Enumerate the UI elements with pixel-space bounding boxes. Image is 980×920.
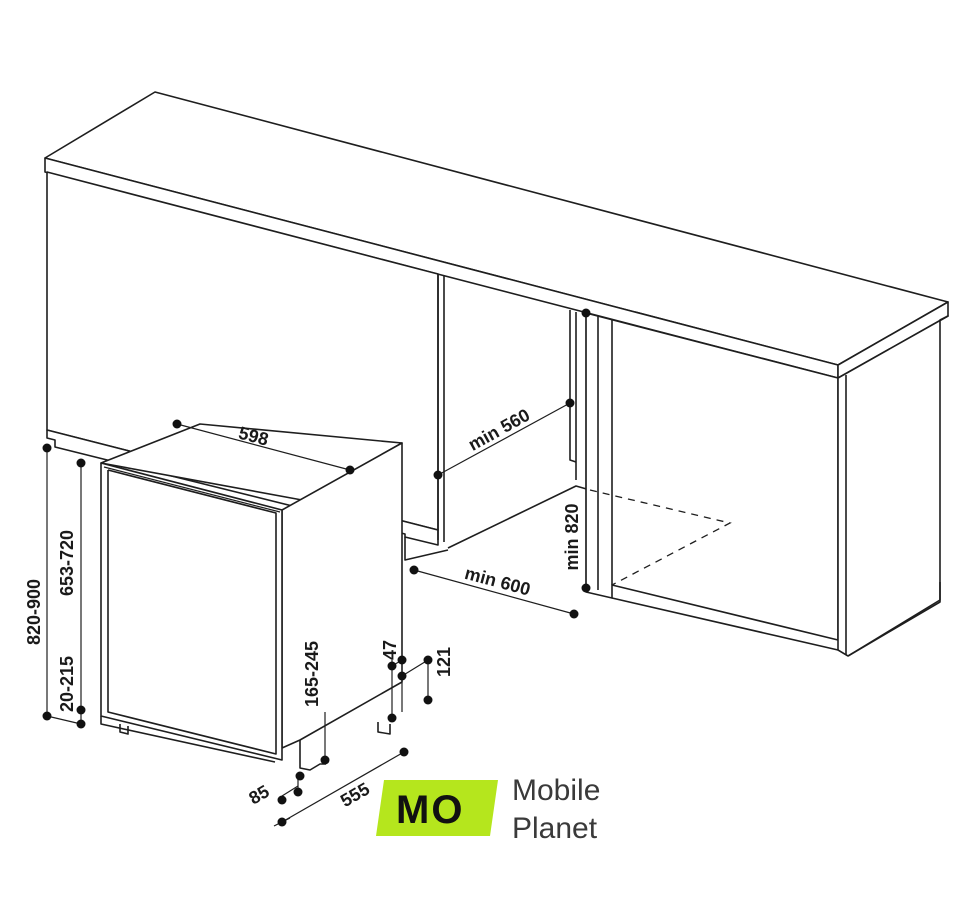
brand-logo: MO Mobile Planet bbox=[376, 774, 600, 845]
dimension-dots bbox=[42, 308, 591, 827]
label-plinth-depth: 121 bbox=[434, 647, 454, 677]
label-plinth-recess: 47 bbox=[380, 640, 400, 660]
label-appliance-depth: 555 bbox=[337, 779, 373, 811]
cabinet-run bbox=[44, 91, 949, 657]
brand-name-line1: Mobile bbox=[512, 774, 600, 807]
label-niche-height: min 820 bbox=[562, 503, 582, 570]
label-niche-depth: min 560 bbox=[465, 405, 533, 455]
brand-name-line2: Planet bbox=[512, 812, 598, 845]
label-plinth-height: 165-245 bbox=[302, 641, 322, 707]
label-door-height: 653-720 bbox=[57, 530, 77, 596]
label-front-offset: 85 bbox=[245, 781, 272, 808]
label-total-height: 820-900 bbox=[24, 579, 44, 645]
label-feet: 20-215 bbox=[57, 656, 77, 712]
dishwasher-appliance bbox=[100, 423, 403, 771]
brand-mark: MO bbox=[396, 788, 464, 832]
label-niche-width: min 600 bbox=[463, 563, 533, 600]
brand-badge bbox=[376, 780, 498, 836]
